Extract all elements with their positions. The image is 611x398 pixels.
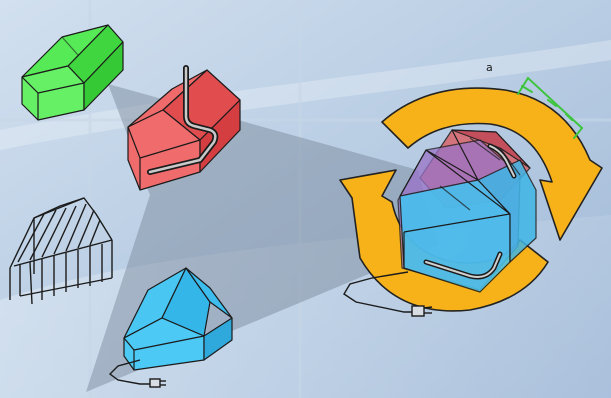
annotation-mark-label: a [486, 62, 493, 73]
